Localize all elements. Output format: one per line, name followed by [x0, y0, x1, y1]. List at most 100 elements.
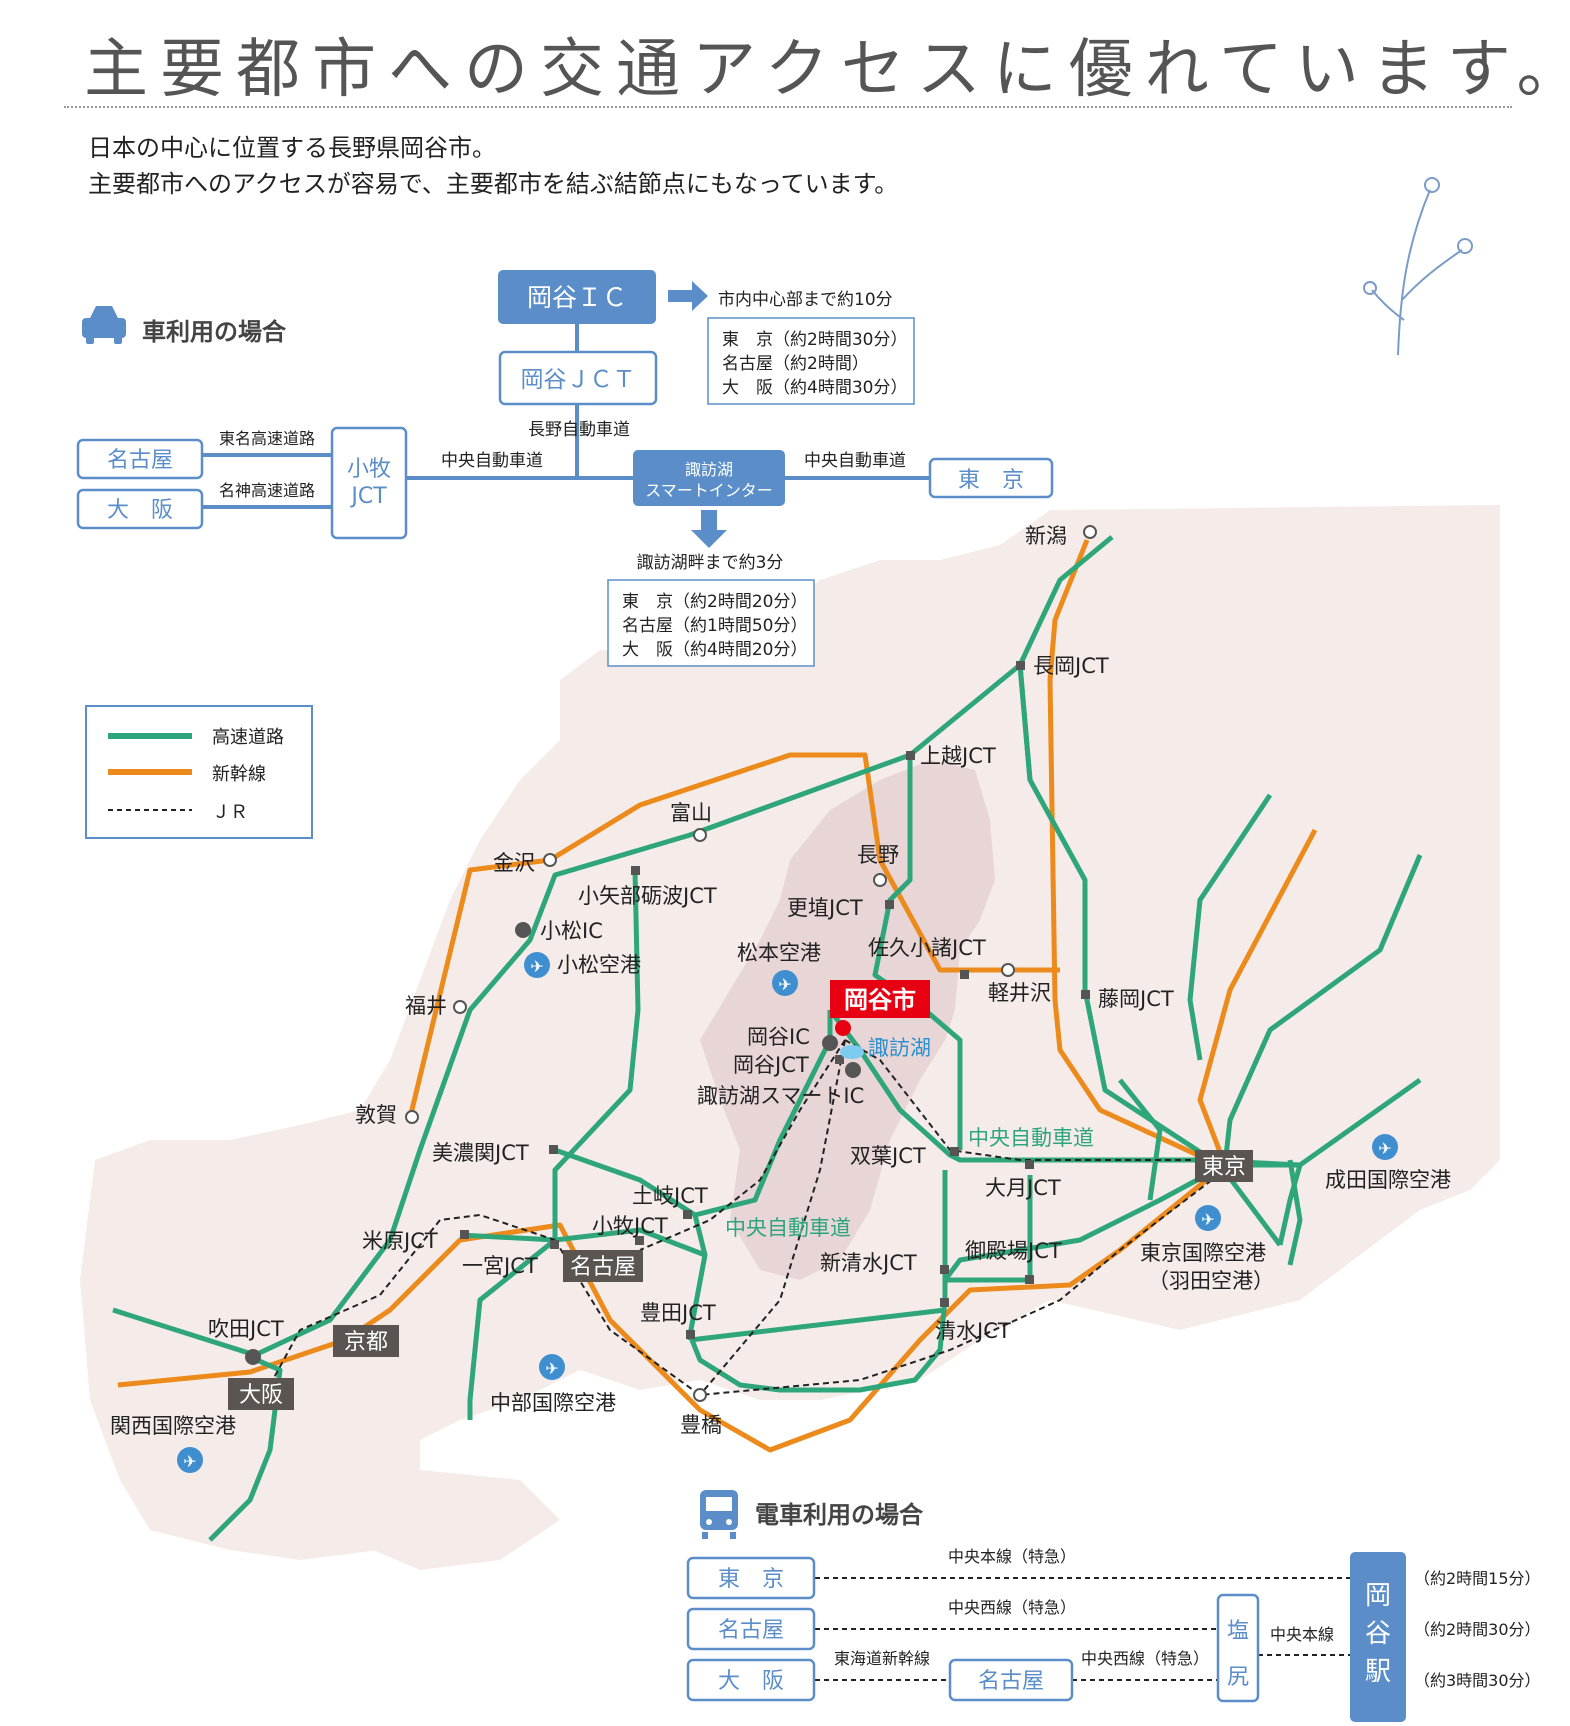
meishin-label: 名神高速道路	[219, 481, 315, 500]
box-komaki-2: JCT	[349, 484, 387, 509]
box-nagoya: 名古屋	[107, 448, 173, 473]
svg-text:✈: ✈	[1201, 1210, 1214, 1229]
label-narita: 成田国際空港	[1325, 1168, 1451, 1192]
okaya-city-dot	[835, 1020, 851, 1036]
train-time-nagoya: （約2時間30分）	[1414, 1620, 1541, 1639]
label-kansai: 関西国際空港	[110, 1414, 236, 1438]
ic-time-1: 東 京（約2時間30分）	[722, 330, 907, 350]
label-kanazawa: 金沢	[493, 851, 535, 875]
label-maibara: 米原JCT	[362, 1229, 438, 1253]
label-komaki: 小牧JCT	[592, 1214, 668, 1238]
label-suwako-smart: 諏訪湖スマートIC	[697, 1084, 864, 1108]
label-chuo-east: 中央自動車道	[968, 1126, 1094, 1150]
label-otsuki: 大月JCT	[985, 1176, 1061, 1200]
label-haneda-1: 東京国際空港	[1140, 1241, 1266, 1265]
major-city-tags: 東京 名古屋 京都 大阪 岡谷市	[228, 980, 1253, 1410]
city-center-time: 市内中心部まで約10分	[718, 290, 893, 310]
car-section: 車利用の場合 岡谷ＩＣ 市内中心部まで約10分 東 京（約2時間30分） 名古屋…	[76, 270, 1054, 667]
box-tokyo: 東 京	[958, 468, 1024, 493]
airport-icon: ✈	[539, 1354, 565, 1380]
nagano-expressway-label: 長野自動車道	[528, 420, 630, 440]
label-suwako: 諏訪湖	[868, 1036, 931, 1060]
map-labels: 新潟 長岡JCT 上越JCT 富山 金沢 小矢部砺波JCT 長野 更埴JCT 小…	[110, 524, 1451, 1438]
train-box-okaya-3: 駅	[1365, 1657, 1391, 1687]
svg-text:✈: ✈	[778, 975, 791, 994]
train-time-osaka: （約3時間30分）	[1414, 1671, 1541, 1690]
tag-kyoto: 京都	[344, 1330, 388, 1355]
arrow-right-icon	[668, 281, 708, 311]
label-matsumoto-airport: 松本空港	[737, 941, 821, 965]
box-okaya-ic: 岡谷ＩＣ	[527, 283, 627, 312]
label-joetsu-jct: 上越JCT	[920, 744, 996, 768]
label-ichinomiya: 一宮JCT	[462, 1254, 538, 1278]
label-oyabe: 小矢部砺波JCT	[578, 884, 717, 908]
box-komaki-1: 小牧	[347, 457, 391, 482]
train-label-chuo: 中央本線（特急）	[948, 1547, 1076, 1566]
flower-illustration	[1363, 177, 1473, 356]
chuo-left-label: 中央自動車道	[441, 451, 543, 471]
intro-line-2: 主要都市へのアクセスが容易で、主要都市を結ぶ結節点にもなっています。	[88, 170, 899, 198]
box-okaya-jct: 岡谷ＪＣＴ	[521, 367, 636, 393]
airport-icon: ✈	[524, 952, 550, 978]
lake-time: 諏訪湖畔まで約3分	[637, 553, 784, 573]
jct-markers	[460, 661, 1090, 1339]
train-label-chuo-west2: 中央西線（特急）	[1081, 1649, 1209, 1668]
ic-markers	[245, 922, 861, 1365]
intro-text: 日本の中心に位置する長野県岡谷市。 主要都市へのアクセスが容易で、主要都市を結ぶ…	[88, 130, 898, 202]
train-box-okaya-1: 岡	[1365, 1581, 1391, 1611]
label-okaya-jct: 岡谷JCT	[733, 1053, 809, 1077]
train-box-shiojiri-2: 尻	[1227, 1665, 1249, 1690]
ic-time-2: 名古屋（約2時間）	[722, 354, 869, 374]
train-box-okaya-2: 谷	[1365, 1619, 1391, 1649]
airport-icons: ✈ ✈ ✈ ✈ ✈ ✈	[177, 952, 1398, 1473]
car-icon	[82, 306, 126, 344]
train-section: 電車利用の場合 東 京 名古屋 大 阪 名古屋 塩 尻 岡 谷 駅 中央本線（特…	[686, 1490, 1541, 1722]
train-box-nagoya: 名古屋	[718, 1618, 784, 1643]
label-suita: 吹田JCT	[208, 1317, 284, 1341]
label-komatsu-airport: 小松空港	[557, 953, 641, 977]
train-label-chuo-west: 中央西線（特急）	[948, 1598, 1076, 1617]
train-icon	[700, 1490, 738, 1539]
chuo-right-label: 中央自動車道	[804, 451, 906, 471]
label-karuizawa: 軽井沢	[988, 981, 1051, 1005]
legend-shinkansen: 新幹線	[212, 764, 266, 785]
label-futaba: 双葉JCT	[850, 1144, 926, 1168]
svg-text:✈: ✈	[530, 957, 543, 976]
box-osaka: 大 阪	[107, 498, 173, 523]
label-saku: 佐久小諸JCT	[868, 936, 986, 960]
label-fukui: 福井	[405, 994, 447, 1018]
intro-line-1: 日本の中心に位置する長野県岡谷市。	[88, 134, 496, 162]
label-toyota: 豊田JCT	[640, 1301, 716, 1325]
smart-time-1: 東 京（約2時間20分）	[622, 592, 807, 612]
shikoku-land	[330, 1470, 560, 1570]
tomei-label: 東名高速道路	[219, 429, 315, 448]
tag-nagoya: 名古屋	[570, 1255, 636, 1280]
box-suwa-2: スマートインター	[645, 481, 773, 500]
airport-icon: ✈	[177, 1447, 203, 1473]
airport-icon: ✈	[772, 970, 798, 996]
label-haneda-2: （羽田空港）	[1148, 1269, 1274, 1293]
train-label-chuo-main: 中央本線	[1270, 1625, 1334, 1644]
airport-icon: ✈	[1195, 1205, 1221, 1231]
train-box-nagoya-mid: 名古屋	[978, 1669, 1044, 1694]
label-okaya-ic: 岡谷IC	[747, 1025, 810, 1049]
svg-text:✈: ✈	[183, 1452, 196, 1471]
smart-time-2: 名古屋（約1時間50分）	[622, 616, 807, 636]
car-heading: 車利用の場合	[142, 318, 287, 346]
tag-osaka: 大阪	[239, 1383, 283, 1408]
label-tsuruga: 敦賀	[355, 1103, 397, 1127]
arrow-down-icon	[691, 510, 727, 548]
train-time-tokyo: （約2時間15分）	[1414, 1569, 1541, 1588]
legend-expressway: 高速道路	[212, 727, 284, 748]
label-gotemba: 御殿場JCT	[965, 1239, 1062, 1263]
svg-text:✈: ✈	[1378, 1139, 1391, 1158]
title-divider	[64, 106, 1512, 108]
label-toyohashi: 豊橋	[680, 1413, 722, 1437]
label-koshoku: 更埴JCT	[787, 896, 863, 920]
label-toyama: 富山	[670, 801, 712, 825]
label-chuo-west: 中央自動車道	[725, 1216, 851, 1240]
label-chubu: 中部国際空港	[490, 1391, 616, 1415]
train-heading: 電車利用の場合	[755, 1501, 924, 1529]
legend-jr: ＪＲ	[212, 802, 248, 823]
